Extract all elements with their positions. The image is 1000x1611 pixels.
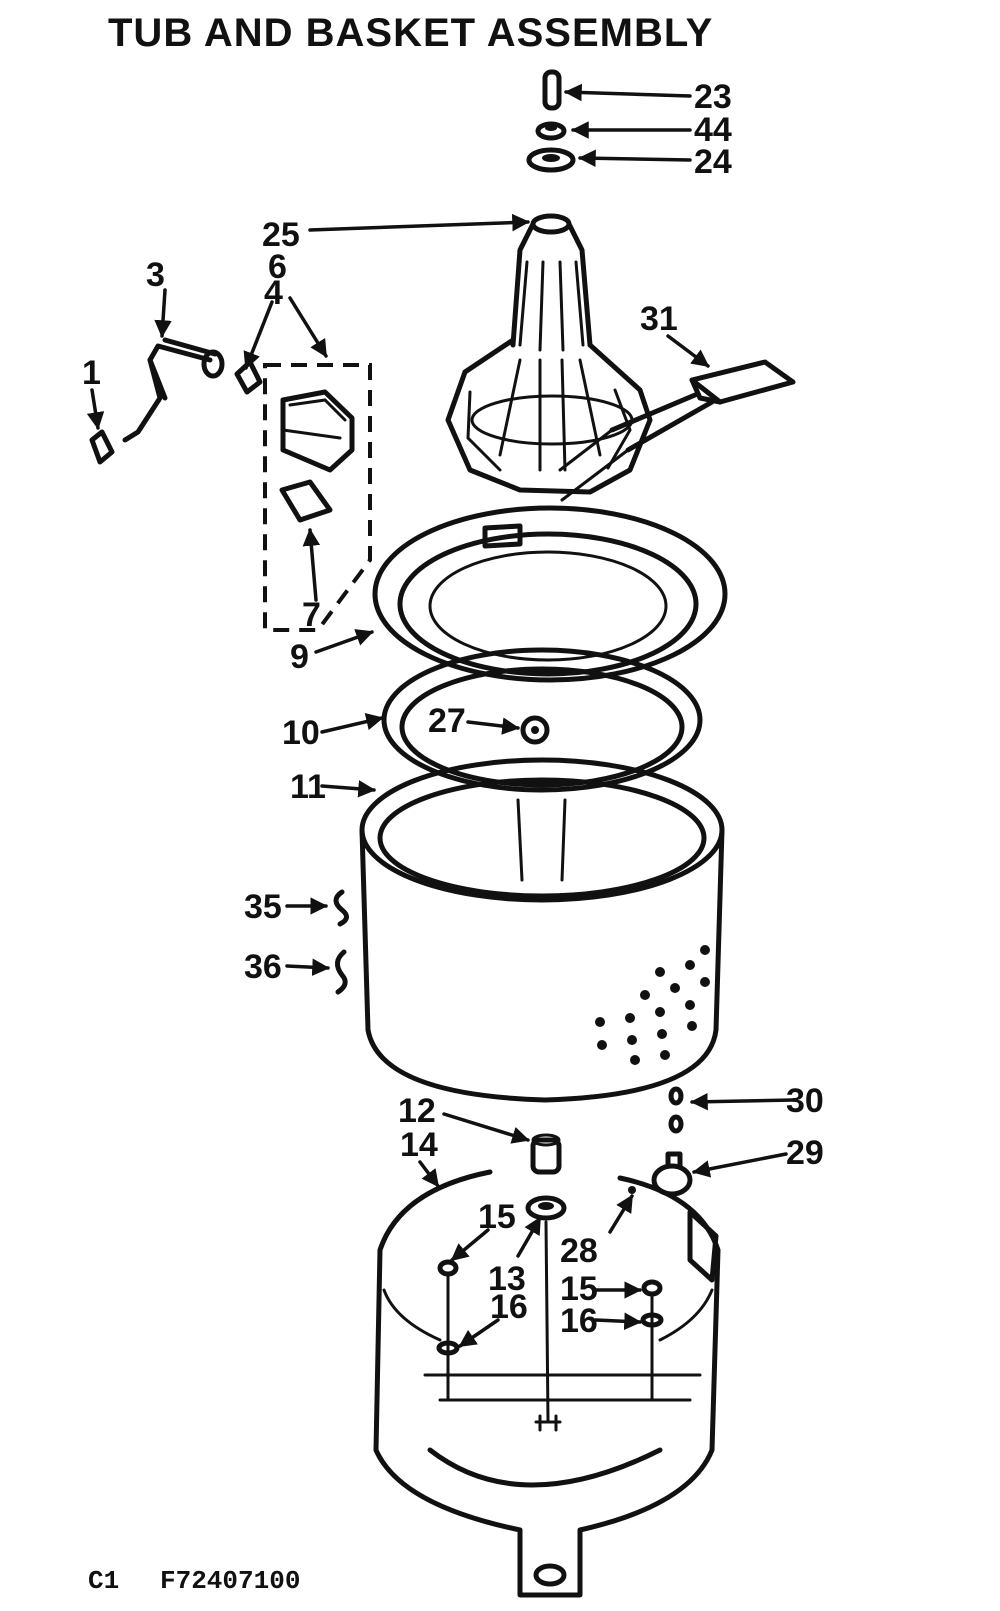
label-24: 24 xyxy=(694,143,732,181)
label-14: 14 xyxy=(400,1126,438,1164)
bearing-part-12 xyxy=(530,1133,562,1175)
hose-assembly-part-3 xyxy=(122,337,225,443)
label-13: 13 xyxy=(488,1260,526,1298)
strap-part-31 xyxy=(558,359,796,502)
label-29: 29 xyxy=(786,1134,824,1172)
label-23: 23 xyxy=(694,78,732,116)
screw-part-15-left xyxy=(437,1259,459,1402)
screw-part-28 xyxy=(628,1186,636,1194)
label-44: 44 xyxy=(694,111,732,149)
label-28: 28 xyxy=(560,1232,598,1270)
label-4: 4 xyxy=(264,274,283,312)
label-16-left: 16 xyxy=(490,1288,528,1326)
diagram-title: TUB AND BASKET ASSEMBLY xyxy=(108,11,713,55)
screw-part-15-right xyxy=(641,1279,663,1402)
seal-ring-part-10 xyxy=(381,647,703,793)
outer-tub-part-14 xyxy=(373,1169,721,1598)
basket-part-11 xyxy=(359,757,725,1103)
label-6: 6 xyxy=(268,248,287,286)
label-10: 10 xyxy=(282,714,320,752)
washer-part-16-right xyxy=(640,1312,664,1328)
agitator-part-25 xyxy=(445,213,653,495)
label-9: 9 xyxy=(290,638,309,676)
washer-part-44 xyxy=(535,121,567,141)
label-30: 30 xyxy=(786,1082,824,1120)
label-27: 27 xyxy=(428,702,466,740)
washer-part-16-left xyxy=(436,1340,460,1356)
label-25: 25 xyxy=(262,216,300,254)
label-31: 31 xyxy=(640,300,678,338)
label-12: 12 xyxy=(398,1092,436,1130)
footer-prefix: C1 xyxy=(88,1566,119,1596)
label-35: 35 xyxy=(244,888,282,926)
kit-box-part-6 xyxy=(263,363,372,632)
clip-part-35 xyxy=(333,889,349,927)
clip-part-36 xyxy=(335,949,348,995)
label-7: 7 xyxy=(302,596,321,634)
fitting-part-4 xyxy=(234,359,263,395)
footer-code: F72407100 xyxy=(160,1566,300,1596)
nut-part-27 xyxy=(520,715,550,745)
leader-lines xyxy=(86,83,795,1348)
tub-ring-part-9 xyxy=(372,505,728,683)
pin-part-23 xyxy=(542,69,562,111)
stud-part-30 xyxy=(668,1086,684,1134)
label-36: 36 xyxy=(244,948,282,986)
nut-part-24 xyxy=(526,147,576,173)
nut-part-13 xyxy=(525,1195,567,1422)
label-16-right: 16 xyxy=(560,1302,598,1340)
label-3: 3 xyxy=(146,256,165,294)
cap-part-1 xyxy=(89,429,115,465)
callout-labels: 23 44 24 25 6 3 4 31 1 7 9 10 27 11 35 3… xyxy=(82,78,824,1340)
label-15-left: 15 xyxy=(478,1198,516,1236)
label-15-right: 15 xyxy=(560,1270,598,1308)
label-11: 11 xyxy=(290,768,326,806)
label-1: 1 xyxy=(82,354,101,392)
